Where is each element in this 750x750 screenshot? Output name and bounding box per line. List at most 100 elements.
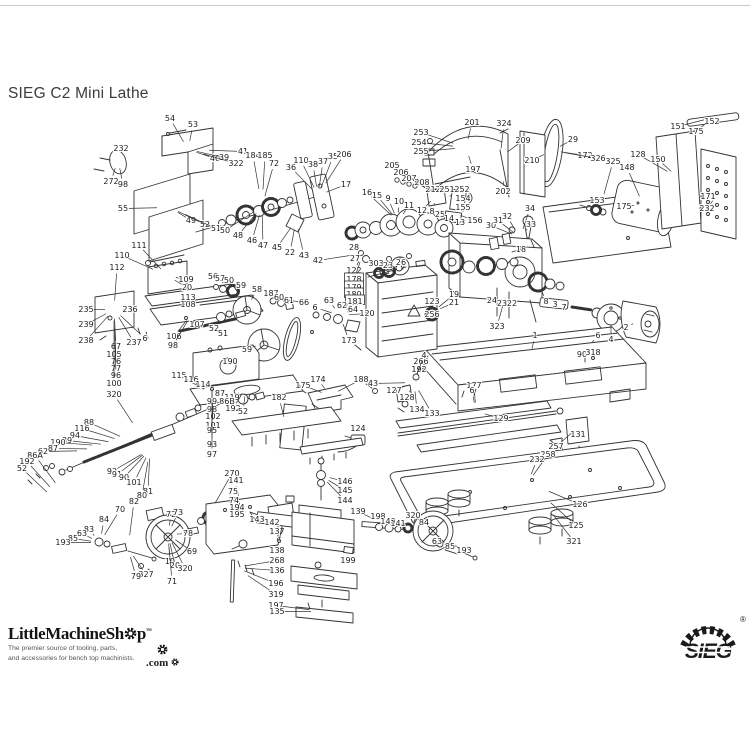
part-label: 56 bbox=[208, 272, 218, 281]
part-label: 72 bbox=[166, 510, 176, 519]
part-label: 126 bbox=[572, 500, 587, 509]
part-label: 23 bbox=[383, 261, 393, 270]
part-label: 6 bbox=[469, 386, 474, 395]
part-label: 50 bbox=[220, 226, 230, 235]
leader-line bbox=[118, 317, 132, 338]
part-label: 210 bbox=[524, 156, 539, 165]
part-label: 92 bbox=[107, 467, 117, 476]
leader-line bbox=[252, 345, 256, 348]
trademark-symbol: ™ bbox=[145, 628, 152, 635]
leader-line bbox=[537, 154, 545, 159]
part-label: 39 bbox=[219, 153, 229, 162]
part-label: 75 bbox=[228, 487, 238, 496]
leader-line bbox=[468, 155, 472, 164]
part-label: 320 bbox=[177, 564, 192, 573]
part-label: 171 bbox=[700, 192, 715, 201]
leader-line bbox=[229, 211, 254, 228]
part-label: 10 bbox=[394, 197, 404, 206]
part-label: 257 bbox=[548, 442, 563, 451]
leader-line bbox=[414, 181, 430, 191]
leader-line bbox=[48, 450, 78, 452]
leader-line bbox=[171, 517, 176, 527]
part-label: 3 bbox=[552, 300, 557, 309]
part-label: 52 bbox=[200, 220, 210, 229]
part-label: 4 bbox=[608, 335, 613, 344]
part-label: 60 bbox=[274, 293, 284, 302]
part-label: 156 bbox=[467, 216, 482, 225]
part-label: 192 bbox=[225, 404, 240, 413]
part-label: 194 bbox=[229, 503, 244, 512]
part-label: 148 bbox=[619, 163, 634, 172]
part-label: 15 bbox=[372, 191, 382, 200]
part-label: 323 bbox=[489, 322, 504, 331]
part-label: 251 bbox=[439, 185, 454, 194]
sieg-wordmark: SIEG bbox=[685, 640, 732, 663]
part-label: 11 bbox=[404, 201, 414, 210]
leader-line bbox=[184, 378, 205, 390]
leader-line bbox=[326, 186, 341, 193]
part-label: 131 bbox=[570, 430, 585, 439]
leader-line bbox=[303, 165, 315, 188]
leader-line bbox=[175, 539, 188, 549]
part-label: 272 bbox=[103, 177, 118, 186]
leader-line bbox=[348, 313, 362, 316]
part-label: 43 bbox=[368, 379, 378, 388]
leader-line bbox=[264, 169, 273, 197]
leader-line bbox=[87, 535, 93, 539]
part-label: 112 bbox=[109, 263, 124, 272]
part-label: 155 bbox=[455, 203, 470, 212]
part-label: 63 bbox=[432, 537, 442, 546]
leader-line bbox=[92, 533, 95, 536]
part-label: 106 bbox=[166, 332, 181, 341]
part-label: 52 bbox=[238, 407, 248, 416]
part-label: 98 bbox=[118, 180, 128, 189]
part-label: 123 bbox=[424, 297, 439, 306]
part-label: 142 bbox=[264, 518, 279, 527]
part-label: 232 bbox=[699, 204, 714, 213]
part-label: 319 bbox=[268, 590, 283, 599]
part-label: 232 bbox=[113, 144, 128, 153]
leader-line bbox=[371, 196, 392, 216]
part-label: 52 bbox=[209, 324, 219, 333]
leader-line bbox=[320, 161, 332, 188]
part-label: 174 bbox=[310, 375, 325, 384]
motor-bracket bbox=[655, 112, 740, 240]
part-label: 71 bbox=[167, 577, 177, 586]
leader-line bbox=[147, 458, 150, 486]
leader-line bbox=[142, 249, 162, 270]
leader-line bbox=[177, 211, 200, 223]
part-label: 87 bbox=[215, 389, 225, 398]
leader-line bbox=[235, 505, 240, 514]
part-label: 66 bbox=[299, 298, 309, 307]
part-label: 212 bbox=[425, 185, 440, 194]
part-label: 256 bbox=[424, 310, 439, 319]
part-label: 30 bbox=[486, 221, 496, 230]
leader-line bbox=[328, 479, 341, 488]
part-label: 128 bbox=[630, 150, 645, 159]
part-label: 205 bbox=[384, 161, 399, 170]
page-title: SIEG C2 Mini Lathe bbox=[8, 85, 149, 102]
headstock bbox=[344, 208, 565, 323]
part-label: 20 bbox=[170, 561, 180, 570]
part-label: 101 bbox=[126, 478, 141, 487]
leader-line bbox=[101, 525, 104, 534]
leader-line bbox=[243, 396, 246, 406]
leader-line bbox=[78, 539, 92, 542]
leader-line bbox=[168, 520, 171, 526]
part-label: 52 bbox=[17, 464, 27, 473]
leader-line bbox=[425, 200, 432, 207]
leader-line bbox=[30, 465, 51, 487]
cross-slide bbox=[27, 391, 364, 485]
leader-line bbox=[522, 214, 529, 230]
leader-line bbox=[112, 167, 116, 176]
part-label-box bbox=[345, 294, 365, 305]
part-label: 86A bbox=[27, 451, 43, 460]
leader-line bbox=[460, 215, 470, 219]
part-label: 110 bbox=[114, 251, 129, 260]
control-box bbox=[310, 250, 440, 358]
part-label: 206 bbox=[393, 168, 408, 177]
part-label: 18 bbox=[516, 245, 526, 254]
leader-line bbox=[326, 481, 342, 497]
leader-line bbox=[217, 279, 226, 285]
leader-line bbox=[438, 298, 450, 308]
